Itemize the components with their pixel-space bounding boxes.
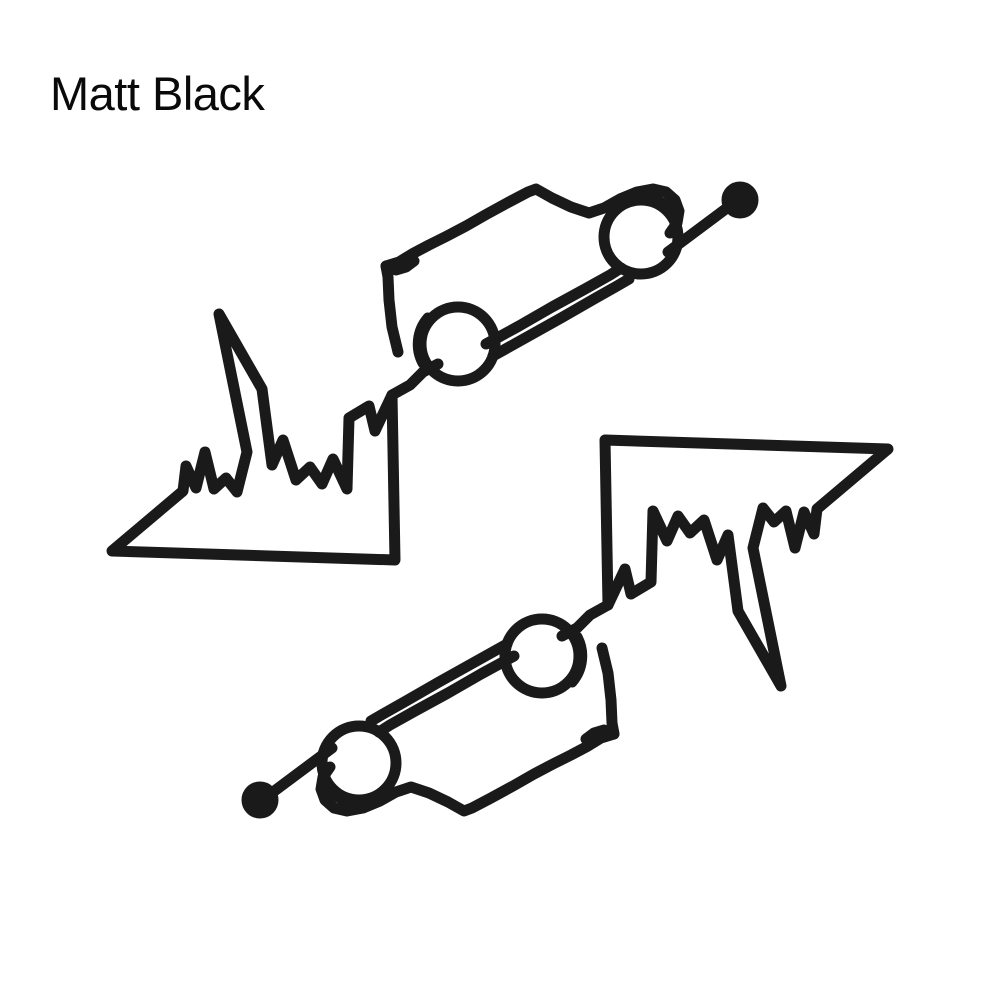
decal-art-root	[106, 181, 894, 819]
car-rear-wheel-arch-bottom	[318, 776, 379, 809]
decal-unit-bottom	[241, 434, 894, 819]
decal-unit-top	[106, 181, 759, 566]
car-sill-line2-bottom	[365, 638, 513, 727]
car-rear-wheel-arch-top	[621, 191, 682, 224]
car-front-wheel-arch-top	[412, 312, 434, 369]
car-front-detail-top	[380, 255, 420, 276]
car-sill-line2-top	[487, 273, 635, 362]
ecg-pulse-left	[106, 308, 401, 566]
decal-tail-dot-bottom	[241, 781, 279, 819]
decal-tail-line-top	[662, 199, 737, 258]
color-variant-label: Matt Black	[50, 67, 265, 120]
decal-tail-dot-top	[721, 181, 759, 219]
decal-tail-line-bottom	[263, 742, 338, 801]
car-front-wheel-arch-bottom	[566, 631, 588, 688]
car-sill-line-top	[480, 262, 627, 350]
ecg-pulse-right	[599, 434, 894, 692]
car-sill-line-bottom	[373, 650, 520, 738]
car-front-detail-bottom	[580, 724, 620, 745]
